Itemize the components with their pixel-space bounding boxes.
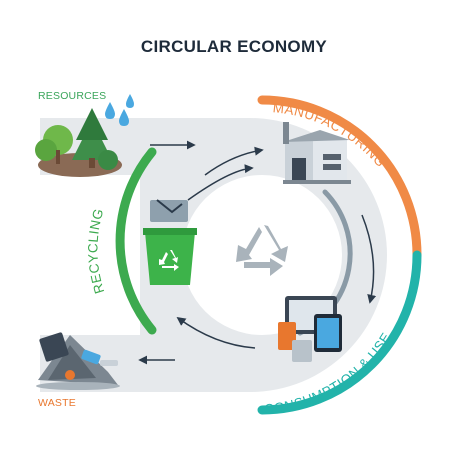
water-drop-icon bbox=[105, 94, 134, 126]
waste-pile-icon bbox=[36, 332, 120, 390]
factory-icon bbox=[283, 122, 351, 184]
arrow-into-factory bbox=[204, 146, 264, 176]
arrow-manufacturing-to-use bbox=[361, 214, 377, 304]
consumption-arc bbox=[257, 250, 422, 415]
flow-arrows bbox=[138, 140, 377, 365]
arrow-recycling-to-factory bbox=[187, 164, 254, 201]
manufacturing-arc bbox=[257, 95, 422, 260]
recycle-symbol-icon bbox=[236, 225, 288, 276]
recycling-arc bbox=[115, 147, 157, 335]
recycle-bin-icon bbox=[143, 199, 197, 285]
waste-label: WASTE bbox=[38, 397, 76, 409]
devices-icon bbox=[278, 296, 342, 362]
resources-label: RESOURCES bbox=[38, 90, 107, 102]
recycling-label: RECYCLING bbox=[85, 207, 107, 296]
page-title: CIRCULAR ECONOMY bbox=[140, 37, 328, 56]
arrow-use-to-recycling bbox=[176, 316, 256, 349]
tree-icon bbox=[35, 108, 122, 177]
